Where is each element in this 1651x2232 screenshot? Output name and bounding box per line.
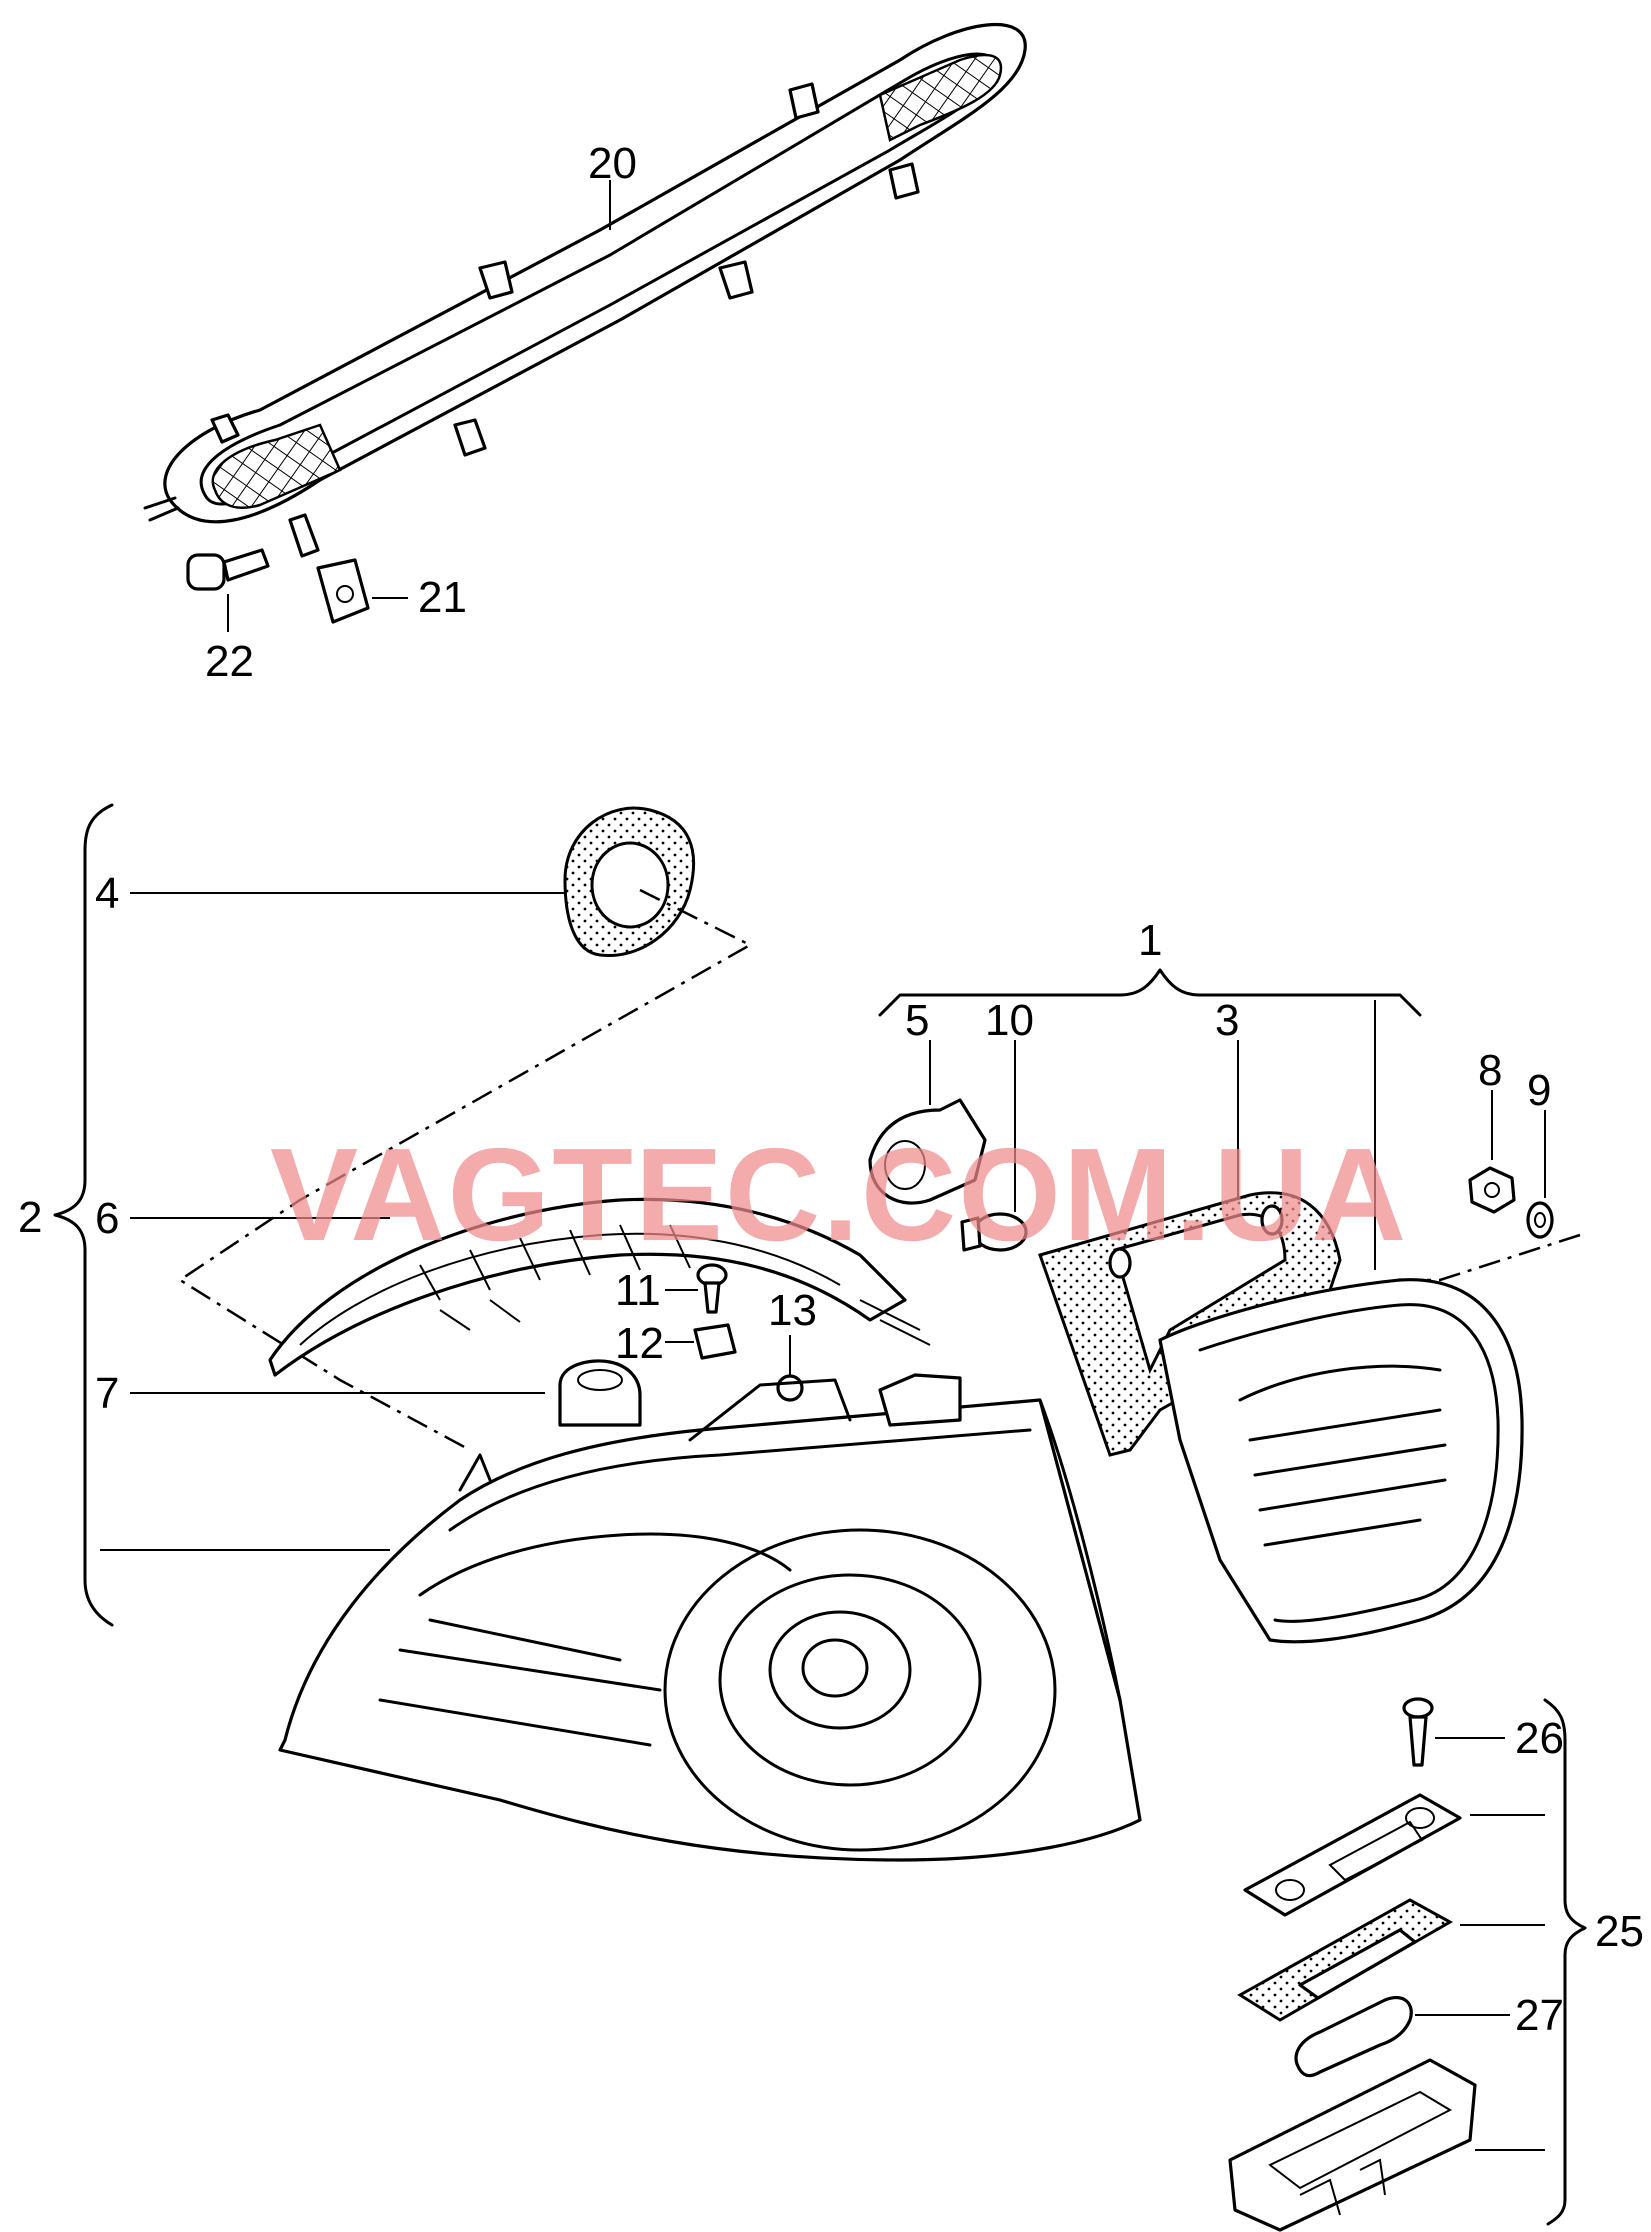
label-11: 11: [615, 1266, 661, 1315]
brace-group-2: [53, 803, 114, 1627]
label-13: 13: [768, 1286, 817, 1335]
label-1: 1: [1138, 916, 1162, 965]
label-12: 12: [615, 1319, 664, 1368]
label-4: 4: [95, 869, 119, 918]
label-26: 26: [1515, 1714, 1564, 1763]
bracket-group-1: [878, 968, 1422, 1017]
lamp-gasket-part-25: [1237, 1898, 1454, 2022]
bulb-part-10: [960, 1040, 1028, 1252]
label-20: 20: [588, 139, 637, 188]
label-8: 8: [1478, 1046, 1502, 1095]
watermark-text: VAGTEC.COM.UA: [270, 1121, 1408, 1268]
label-7: 7: [95, 1369, 119, 1418]
label-25: 25: [1595, 1907, 1644, 1956]
bulb-socket-part-5: [868, 1040, 987, 1205]
washer-part-9: [1526, 1110, 1554, 1239]
grille-trim-part-20: [143, 22, 1027, 558]
clip-part-12: [665, 1323, 737, 1360]
nut-part-13: [776, 1335, 804, 1402]
lamp-lens-part-25: [1243, 1793, 1462, 1917]
label-3: 3: [1215, 996, 1239, 1045]
clip-part-21: [316, 558, 408, 624]
inner-tail-lamp-part-1: [1158, 1000, 1524, 1644]
label-5: 5: [905, 996, 929, 1045]
label-10: 10: [985, 996, 1034, 1045]
gasket-part-3: [1038, 1040, 1342, 1457]
lamp-housing-part-25: [1228, 2058, 1477, 2232]
label-21: 21: [418, 573, 467, 622]
wiring-carrier-part-6: [268, 1197, 931, 1377]
nut-part-8: [1468, 1090, 1516, 1214]
label-2: 2: [18, 1193, 42, 1242]
label-27: 27: [1515, 1991, 1564, 2040]
tail-light-housing-part-2: [278, 1373, 1142, 1862]
seal-part-4: [563, 806, 696, 958]
screw-part-22: [186, 548, 270, 632]
screw-part-26: [1402, 1697, 1505, 1767]
brace-group-25: [1543, 1698, 1587, 2226]
bulb-holder-part-7: [558, 1359, 642, 1427]
screw-part-11: [665, 1263, 728, 1314]
label-6: 6: [95, 1194, 119, 1243]
label-9: 9: [1527, 1066, 1551, 1115]
label-22: 22: [205, 637, 254, 686]
festoon-bulb-part-27: [1294, 1996, 1510, 2078]
